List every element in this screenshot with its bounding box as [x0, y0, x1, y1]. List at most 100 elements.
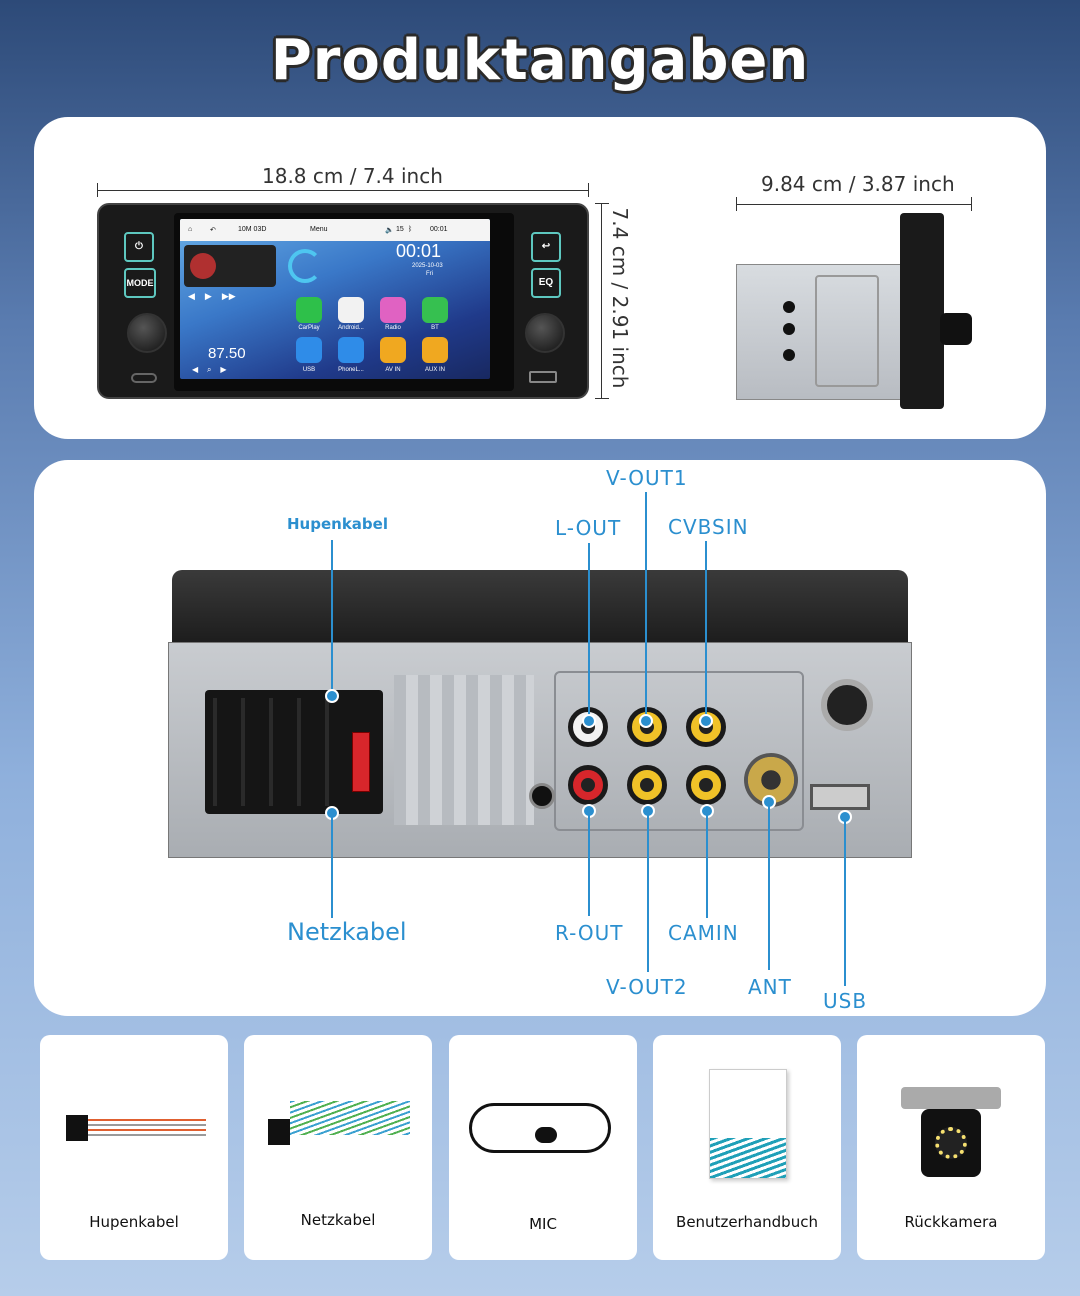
label-ant: ANT — [748, 975, 792, 999]
iso-plug-icon — [66, 1115, 88, 1141]
mode-button[interactable]: MODE — [124, 268, 156, 298]
mic-cable-icon — [469, 1103, 611, 1153]
manual-icon — [709, 1069, 787, 1179]
usb-c-port — [131, 373, 157, 383]
accessory-card-manual: Benutzerhandbuch — [653, 1035, 841, 1260]
eq-button[interactable]: EQ — [531, 268, 561, 298]
aux-in-icon[interactable] — [422, 337, 448, 363]
frequency-display: 87.50 — [208, 345, 246, 362]
accessory-label-manual: Benutzerhandbuch — [676, 1213, 818, 1231]
status-band: 10M 03D — [238, 226, 267, 233]
app-label-auxin: AUX IN — [424, 367, 445, 373]
status-menu[interactable]: Menu — [310, 226, 328, 233]
dot-v-out1 — [639, 714, 653, 728]
iso-connector — [205, 690, 383, 814]
height-label: 7.4 cm / 2.91 inch — [608, 207, 632, 389]
depth-tick-right — [971, 197, 972, 211]
label-r-out: R-OUT — [555, 921, 624, 945]
lead-v-out1 — [645, 492, 647, 720]
mount-hole — [783, 301, 795, 313]
power-button[interactable]: ⏻ — [124, 232, 154, 262]
height-tick-bottom — [595, 398, 609, 399]
mount-hole — [783, 323, 795, 335]
height-tick-top — [595, 203, 609, 204]
lead-hupenkabel — [331, 540, 333, 697]
android-auto-icon[interactable] — [338, 297, 364, 323]
app-label-radio: Radio — [385, 325, 401, 331]
radio-app-icon[interactable] — [380, 297, 406, 323]
day-display: Fri — [426, 271, 433, 277]
music-widget[interactable] — [184, 245, 276, 287]
lcd-display: ⌂ ↶ 10M 03D Menu 🔈 15 ᛒ 00:01 ◀ ▶ ▶▶ 87.… — [180, 219, 490, 379]
mic-jack — [529, 783, 555, 809]
lead-r-out — [588, 814, 590, 916]
radio-back-housing — [172, 570, 908, 650]
accessory-label-netzkabel: Netzkabel — [300, 1211, 376, 1229]
wires-icon — [88, 1119, 206, 1137]
app-label-phonelink: PhoneL... — [338, 367, 364, 373]
status-bar: ⌂ ↶ 10M 03D Menu 🔈 15 ᛒ 00:01 — [180, 219, 490, 241]
album-art-icon — [190, 253, 216, 279]
dot-l-out — [582, 714, 596, 728]
usb-port-back — [810, 784, 870, 810]
media-controls[interactable]: ◀ ▶ ▶▶ — [188, 291, 236, 301]
av-in-icon[interactable] — [380, 337, 406, 363]
iso-plug-icon — [268, 1119, 290, 1145]
accessory-card-mic: MIC — [449, 1035, 637, 1260]
dot-hupenkabel — [325, 689, 339, 703]
tuning-knob[interactable] — [525, 313, 565, 353]
date-display: 2025-10-03 — [412, 263, 443, 269]
accessory-card-netzkabel: Netzkabel — [244, 1035, 432, 1260]
height-line — [601, 203, 602, 399]
accessory-label-hupenkabel: Hupenkabel — [89, 1213, 179, 1231]
clock-display: 00:01 — [396, 241, 442, 261]
radio-side-chassis — [736, 264, 906, 400]
lead-l-out — [588, 543, 590, 721]
radio-controls[interactable]: ◀ ⌕ ▶ — [192, 365, 227, 374]
volume-icon: 🔈 — [385, 227, 394, 234]
label-hupenkabel: Hupenkabel — [287, 515, 388, 533]
app-label-bt: BT — [431, 325, 439, 331]
mic-icon — [535, 1127, 557, 1143]
side-knob — [940, 313, 972, 345]
home-icon[interactable]: ⌂ — [188, 226, 193, 233]
volume-knob[interactable] — [127, 313, 167, 353]
width-tick-right — [588, 183, 589, 197]
usb-app-icon[interactable] — [296, 337, 322, 363]
back-button[interactable]: ↩ — [531, 232, 561, 262]
lead-v-out2 — [647, 814, 649, 972]
wires-icon — [290, 1101, 410, 1135]
accessory-label-mic: MIC — [529, 1215, 557, 1233]
carplay-icon[interactable] — [296, 297, 322, 323]
radio-side-faceplate — [900, 213, 972, 409]
phonelink-icon[interactable] — [338, 337, 364, 363]
page-title: Produktangaben — [270, 28, 810, 93]
mounting-bracket — [815, 275, 879, 387]
label-usb: USB — [823, 989, 868, 1013]
lead-ant — [768, 805, 770, 970]
accessory-card-camera: Rückkamera — [857, 1035, 1045, 1260]
rca-r-out — [568, 765, 608, 805]
lead-cvbsin — [705, 541, 707, 721]
return-icon: ↩ — [541, 241, 551, 252]
app-label-usb: USB — [302, 367, 316, 373]
status-volume: 15 — [396, 226, 404, 233]
camera-lens-icon — [935, 1127, 967, 1159]
bt-phone-icon[interactable] — [422, 297, 448, 323]
fuse — [352, 732, 370, 792]
label-v-out2: V-OUT2 — [606, 975, 688, 999]
status-clock: 00:01 — [430, 226, 448, 233]
width-tick-left — [97, 183, 98, 197]
app-label-avin: AV IN — [385, 367, 401, 373]
bluetooth-icon: ᛒ — [408, 226, 413, 233]
label-netzkabel: Netzkabel — [287, 918, 407, 946]
app-label-android: Android... — [338, 325, 364, 331]
width-line — [97, 190, 589, 191]
dot-cvbsin — [699, 714, 713, 728]
label-camin: CAMIN — [668, 921, 739, 945]
rca-bracket — [554, 671, 804, 831]
back-icon[interactable]: ↶ — [210, 227, 216, 234]
usb-port — [529, 371, 557, 383]
camera-icon — [921, 1109, 981, 1177]
lead-usb — [844, 820, 846, 986]
